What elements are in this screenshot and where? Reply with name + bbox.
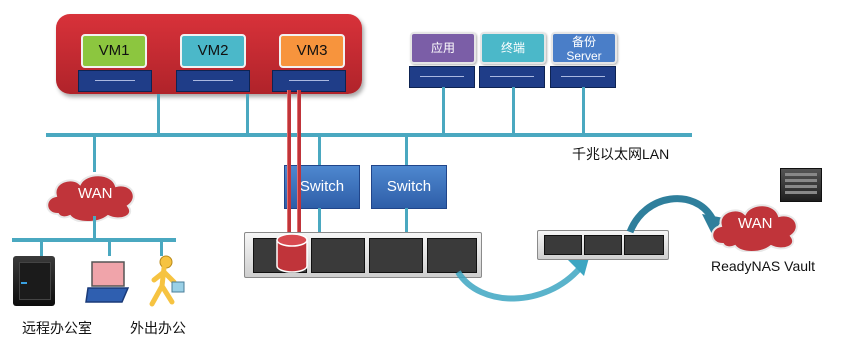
mobile-worker-icon (149, 255, 185, 307)
remote-link-2 (108, 240, 111, 256)
remote-link-1 (40, 240, 43, 256)
server-link-3 (582, 87, 585, 134)
switch-2[interactable]: Switch (371, 165, 447, 209)
terminal-server-base (479, 66, 545, 88)
server-link-1 (442, 87, 445, 134)
laptop-icon (85, 261, 130, 303)
switch1-nas-link (318, 208, 321, 236)
lan-label: 千兆以太网LAN (572, 146, 670, 162)
vm3-base (272, 70, 346, 92)
vm3-box[interactable]: VM3 (279, 34, 345, 68)
nas-bay (544, 235, 582, 255)
switch-1[interactable]: Switch (284, 165, 360, 209)
nas-bay (624, 235, 664, 255)
vm1-box[interactable]: VM1 (81, 34, 147, 68)
remote-office-label: 远程办公室 (22, 320, 92, 336)
remote-link-3 (160, 240, 163, 256)
backup-server[interactable]: 备份 Server (551, 32, 617, 64)
app-server[interactable]: 应用 (410, 32, 476, 64)
remote-lan-bar (12, 238, 176, 242)
server-link-2 (512, 87, 515, 134)
nas-bay (427, 238, 477, 273)
vault-label: ReadyNAS Vault (711, 258, 816, 274)
app-server-label: 应用 (430, 41, 455, 55)
switch-link-1 (318, 136, 321, 166)
terminal-server-label: 终端 (500, 41, 525, 55)
backup-server-sublabel: Server (566, 49, 602, 63)
secondary-nas-rack[interactable] (537, 230, 669, 260)
switch-link-2 (405, 136, 408, 166)
vault-server-icon (780, 168, 822, 202)
mobile-worker-label: 外出办公 (130, 320, 186, 336)
wan-left-downlink (93, 216, 96, 240)
host-link-2 (246, 94, 249, 134)
vm3-label: VM3 (296, 42, 328, 59)
app-server-base (409, 66, 475, 88)
iscsi-line-2 (297, 90, 301, 238)
switch2-nas-link (405, 208, 408, 236)
nas-bay (311, 238, 365, 273)
wan-right-label: WAN (738, 215, 773, 232)
iscsi-line-1 (287, 90, 291, 238)
remote-nas-icon (13, 256, 55, 306)
vm1-label: VM1 (98, 42, 130, 59)
wan-cloud-right (711, 204, 798, 252)
host-link-1 (157, 94, 160, 134)
vm1-base (78, 70, 152, 92)
terminal-server[interactable]: 终端 (480, 32, 546, 64)
lan-backbone (46, 133, 692, 137)
nas-bay (584, 235, 622, 255)
iscsi-volume-icon (276, 233, 308, 273)
wan-left-label: WAN (78, 185, 113, 202)
vm2-label: VM2 (197, 42, 229, 59)
switch-1-label: Switch (299, 178, 345, 195)
switch-2-label: Switch (386, 178, 432, 195)
vm2-box[interactable]: VM2 (180, 34, 246, 68)
wan-left-uplink (93, 136, 96, 172)
nas-bay (369, 238, 423, 273)
vault-upload-arrow (626, 195, 724, 234)
wan-cloud-left (46, 174, 135, 222)
backup-server-label: 备份 (571, 35, 596, 49)
vm2-base (176, 70, 250, 92)
backup-server-base (550, 66, 616, 88)
